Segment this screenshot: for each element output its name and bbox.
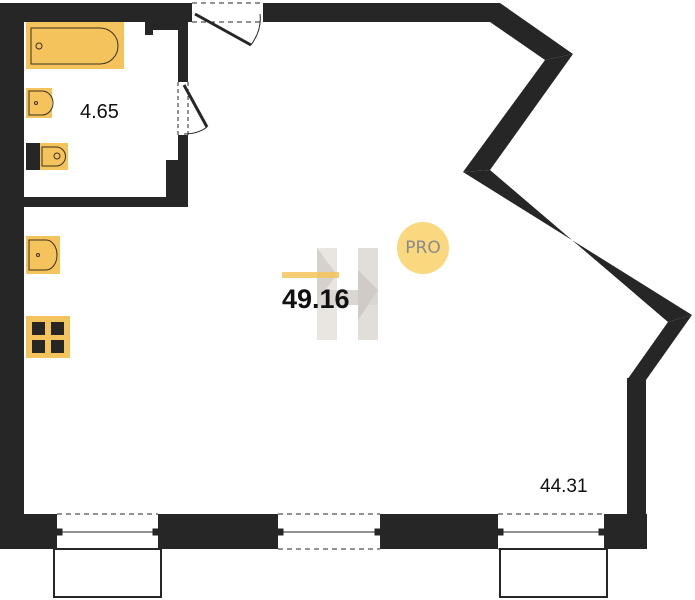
living-room-area-label: 44.31 [540,476,588,497]
walls [0,3,692,549]
total-area-label: 49.16 [282,284,350,314]
balcony-left [53,548,162,598]
stove [26,316,70,358]
pro-badge: PRO [397,222,449,274]
kitchen-sink [26,236,60,274]
windows [53,513,608,598]
window-1 [56,513,159,550]
entrance-door [192,2,263,47]
bathroom-door [177,82,209,135]
bathroom-area-label: 4.65 [80,101,119,123]
toilet [26,143,68,170]
window-3 [497,513,605,550]
pro-badge-text: PRO [405,238,441,258]
total-area-accent-bar [282,272,339,278]
window-2 [277,513,381,550]
balcony-right [499,548,608,598]
bathtub [26,22,124,69]
bathroom-sink [26,88,54,118]
